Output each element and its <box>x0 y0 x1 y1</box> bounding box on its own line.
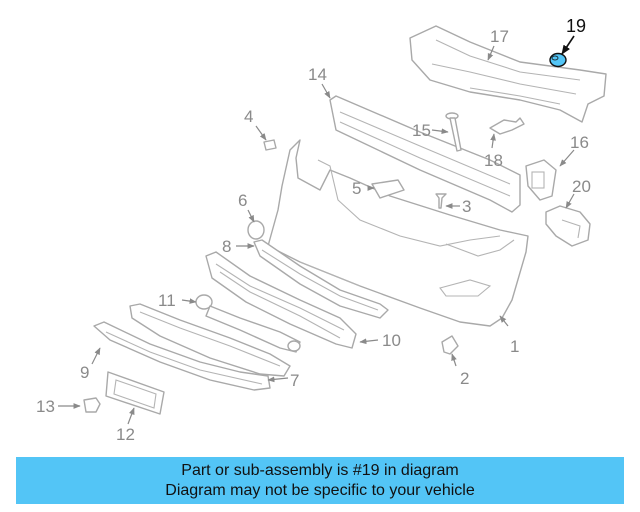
callout-18: 18 <box>484 151 503 170</box>
leader-11 <box>181 298 197 304</box>
leader-10 <box>359 338 379 345</box>
leader-2 <box>451 353 457 367</box>
callout-1: 1 <box>510 337 519 356</box>
leader-9 <box>91 347 101 365</box>
part-6-ring <box>247 220 265 240</box>
part-7-grille <box>129 303 291 377</box>
part-12-plate-bracket <box>105 371 165 415</box>
part-4-clip <box>263 139 277 151</box>
callout-20: 20 <box>572 177 591 196</box>
leader-4 <box>255 125 267 141</box>
callout-19: 19 <box>566 16 586 36</box>
leader-19 <box>561 35 575 55</box>
callout-16: 16 <box>570 133 589 152</box>
banner-line-1: Part or sub-assembly is #19 in diagram <box>181 462 459 479</box>
part-20-sensor <box>545 205 591 247</box>
part-18-fastener <box>489 117 525 135</box>
leader-1 <box>499 315 509 327</box>
callout-4: 4 <box>244 107 253 126</box>
leader-12 <box>127 407 135 425</box>
callout-12: 12 <box>116 425 135 444</box>
callout-8: 8 <box>222 237 231 256</box>
part-14-reinforcement <box>329 95 521 213</box>
callout-9: 9 <box>80 363 89 382</box>
callout-15: 15 <box>412 121 431 140</box>
callout-10: 10 <box>382 331 401 350</box>
leader-6 <box>247 209 255 223</box>
part-13-screw <box>83 397 101 413</box>
leader-15 <box>431 128 449 135</box>
part-16-bracket <box>525 159 557 201</box>
callout-6: 6 <box>238 191 247 210</box>
callout-14: 14 <box>308 65 327 84</box>
part-5-bracket <box>371 179 405 199</box>
part-17-bracket <box>409 25 607 123</box>
part-1-bumper-cover <box>267 139 529 327</box>
callout-7: 7 <box>290 371 299 390</box>
callout-2: 2 <box>460 369 469 388</box>
leader-7 <box>267 376 289 383</box>
parts-diagram: 19 17 14 4 15 18 16 20 5 3 6 8 11 10 1 2… <box>36 16 607 444</box>
callout-5: 5 <box>352 179 361 198</box>
leader-20 <box>565 193 575 209</box>
leader-16 <box>559 149 575 167</box>
part-2-pin <box>441 335 459 355</box>
leader-17 <box>487 45 495 61</box>
leader-18 <box>490 133 496 149</box>
callout-13: 13 <box>36 397 55 416</box>
callout-17: 17 <box>490 27 509 46</box>
info-banner: Part or sub-assembly is #19 in diagram D… <box>16 457 624 504</box>
banner-line-2: Diagram may not be specific to your vehi… <box>165 482 475 499</box>
part-19-clip <box>549 52 567 68</box>
leader-14 <box>321 83 331 99</box>
part-10-grille <box>205 251 357 349</box>
callout-3: 3 <box>462 197 471 216</box>
part-11-trim <box>195 294 301 353</box>
callout-11: 11 <box>158 291 176 310</box>
part-3-screw <box>435 193 447 209</box>
part-8-trim <box>253 239 389 319</box>
part-15-bolt <box>445 112 462 152</box>
